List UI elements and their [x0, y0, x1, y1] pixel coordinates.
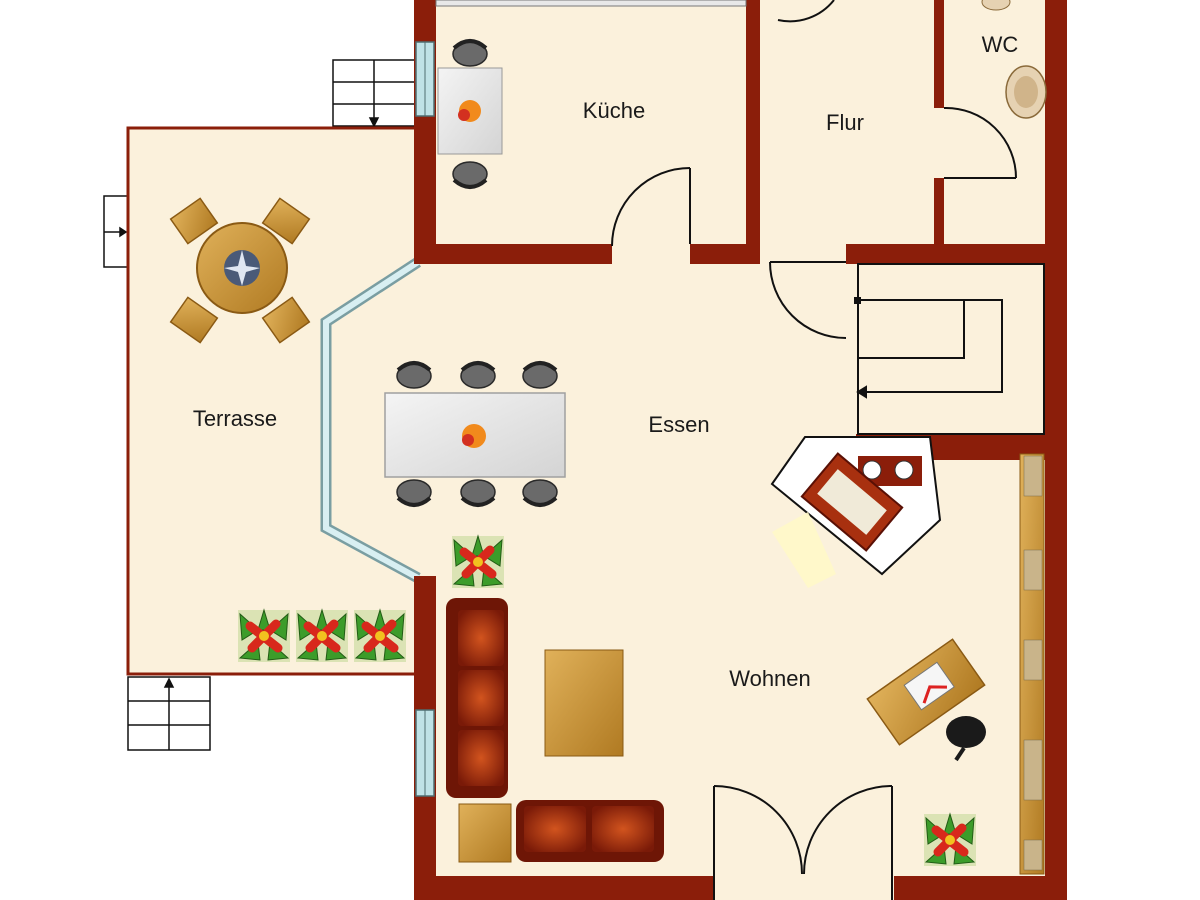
- room-label-flur: Flur: [826, 110, 864, 135]
- room-label-wc: WC: [982, 32, 1019, 57]
- side-table: [458, 803, 512, 863]
- room-label-kueche: Küche: [583, 98, 645, 123]
- sofa: [446, 598, 664, 862]
- bookshelf: [1019, 453, 1045, 875]
- coffee-table: [544, 649, 624, 757]
- desk: [866, 638, 986, 762]
- stairs-top-left: [332, 59, 416, 128]
- interior-floor: [330, 0, 1065, 900]
- dining-table: [384, 361, 566, 507]
- wc-fixtures: [981, 0, 1047, 119]
- stairs-bottom-left: [127, 676, 211, 751]
- room-label-terrasse: Terrasse: [193, 406, 277, 431]
- windows: [415, 0, 747, 797]
- fireplace: [770, 436, 942, 588]
- room-label-essen: Essen: [648, 412, 709, 437]
- terrace-table: [169, 197, 311, 344]
- kitchen-table: [437, 39, 503, 189]
- interior-staircase: [854, 263, 1045, 435]
- walls: [414, 0, 1067, 900]
- room-label-wohnen: Wohnen: [729, 666, 811, 691]
- stairs-side-left: [103, 195, 129, 268]
- doors: [611, 0, 1017, 900]
